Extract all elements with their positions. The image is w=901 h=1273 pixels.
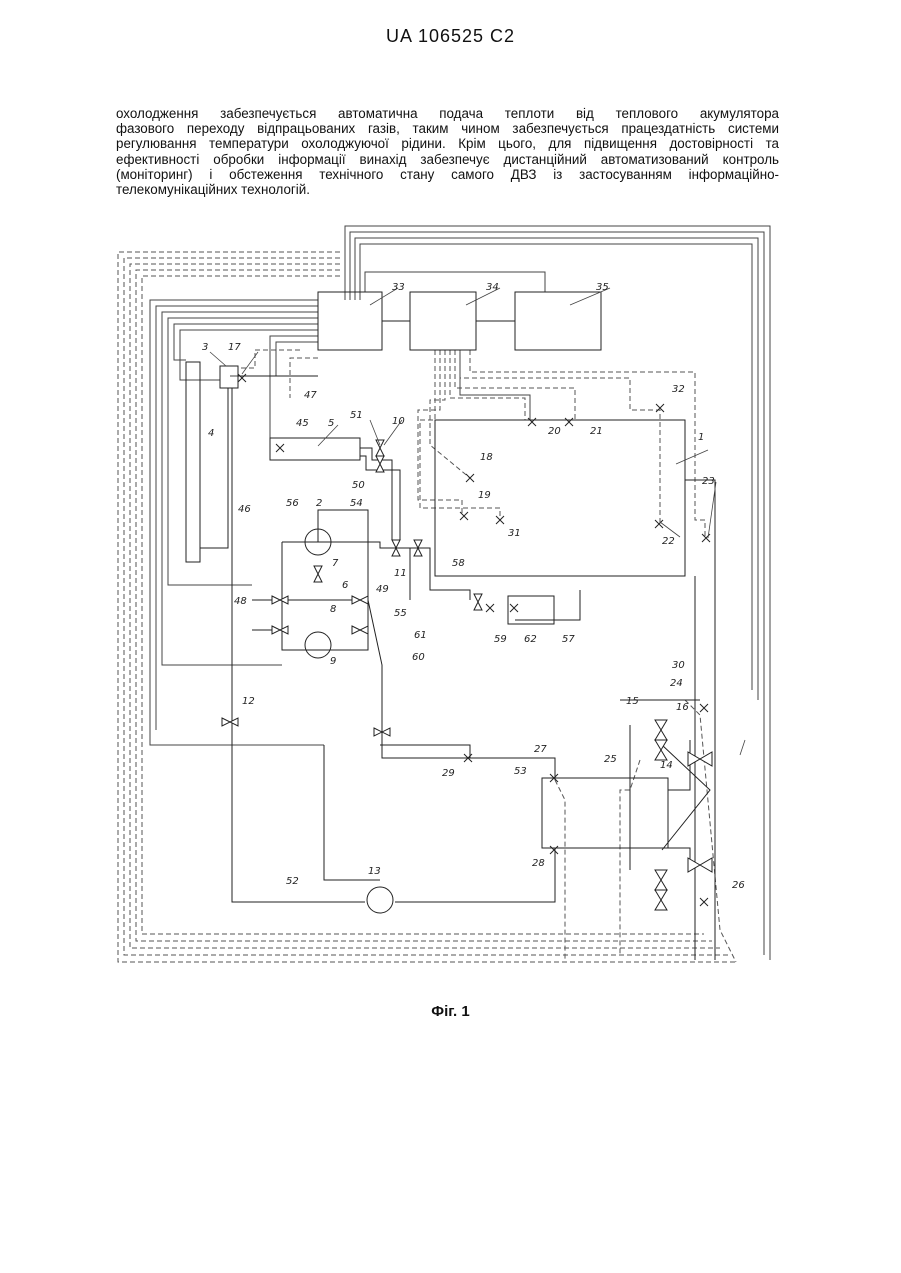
label-4: 4 <box>208 428 214 439</box>
label-57: 57 <box>562 634 575 645</box>
label-47: 47 <box>304 390 317 401</box>
sensor-crosses <box>238 374 710 906</box>
valves <box>222 440 712 910</box>
thermostat-3 <box>220 366 238 388</box>
label-46: 46 <box>238 504 251 515</box>
label-49: 49 <box>376 584 389 595</box>
label-19: 19 <box>478 490 491 501</box>
control-lines <box>150 226 770 960</box>
label-54: 54 <box>350 498 363 509</box>
pump-circuits <box>252 510 555 780</box>
paragraph-line: регулювання температури охолоджуючої рід… <box>116 136 779 151</box>
label-16: 16 <box>676 702 689 713</box>
label-11: 11 <box>394 568 407 579</box>
accumulator-5 <box>270 438 360 460</box>
label-55: 55 <box>394 608 407 619</box>
label-15: 15 <box>626 696 639 707</box>
label-2: 2 <box>316 498 322 509</box>
label-61: 61 <box>414 630 427 641</box>
label-20: 20 <box>548 426 561 437</box>
label-52: 52 <box>286 876 299 887</box>
label-22: 22 <box>662 536 675 547</box>
heat-exchanger <box>232 590 710 913</box>
label-26: 26 <box>732 880 745 891</box>
label-59: 59 <box>494 634 507 645</box>
block-34 <box>410 292 476 350</box>
label-13: 13 <box>368 866 381 877</box>
label-60: 60 <box>412 652 425 663</box>
radiator-4 <box>186 362 200 562</box>
label-56: 56 <box>286 498 299 509</box>
label-45: 45 <box>296 418 309 429</box>
engine-1 <box>435 420 685 576</box>
exchanger-14 <box>542 778 668 848</box>
label-8: 8 <box>330 604 336 615</box>
label-14: 14 <box>660 760 673 771</box>
patent-header: UA 106525 C2 <box>0 26 901 47</box>
label-34: 34 <box>486 282 499 293</box>
label-29: 29 <box>442 768 455 779</box>
dashed-signal-lines <box>118 252 736 962</box>
label-5: 5 <box>328 418 334 429</box>
block-33 <box>318 292 382 350</box>
label-53: 53 <box>514 766 527 777</box>
label-6: 6 <box>342 580 348 591</box>
reference-numerals: 33 34 35 3 17 47 51 10 4 45 5 1 20 21 32… <box>202 282 745 891</box>
label-48: 48 <box>234 596 247 607</box>
engine-block <box>435 420 715 960</box>
block-35 <box>515 292 601 350</box>
label-31: 31 <box>508 528 521 539</box>
label-17: 17 <box>228 342 241 353</box>
label-30: 30 <box>672 660 685 671</box>
label-10: 10 <box>392 416 405 427</box>
label-12: 12 <box>242 696 255 707</box>
label-32: 32 <box>672 384 685 395</box>
control-blocks <box>318 292 601 350</box>
label-51: 51 <box>350 410 363 421</box>
label-25: 25 <box>604 754 617 765</box>
label-1: 1 <box>698 432 704 443</box>
label-33: 33 <box>392 282 405 293</box>
label-9: 9 <box>330 656 336 667</box>
pump-9 <box>305 632 331 658</box>
label-58: 58 <box>452 558 465 569</box>
label-3: 3 <box>202 342 208 353</box>
label-7: 7 <box>332 558 339 569</box>
label-62: 62 <box>524 634 537 645</box>
paragraph-line: охолодження забезпечується автоматична п… <box>116 106 779 121</box>
label-28: 28 <box>532 858 545 869</box>
label-24: 24 <box>670 678 683 689</box>
pump-13 <box>367 887 393 913</box>
body-paragraph: охолодження забезпечується автоматична п… <box>116 106 779 197</box>
paragraph-line: ефективності обробки інформації винахід … <box>116 152 779 167</box>
label-18: 18 <box>480 452 493 463</box>
paragraph-line: фазового переходу відпрацьованих газів, … <box>116 121 779 136</box>
label-27: 27 <box>534 744 547 755</box>
figure-caption: Фіг. 1 <box>0 1003 901 1020</box>
label-23: 23 <box>702 476 715 487</box>
label-35: 35 <box>596 282 609 293</box>
paragraph-line: телекомунікаційних технологій. <box>116 182 779 197</box>
paragraph-line: (моніторинг) і обстеження технічного ста… <box>116 167 779 182</box>
label-21: 21 <box>590 426 603 437</box>
schematic-diagram: 33 34 35 3 17 47 51 10 4 45 5 1 20 21 32… <box>100 218 790 978</box>
label-50: 50 <box>352 480 365 491</box>
